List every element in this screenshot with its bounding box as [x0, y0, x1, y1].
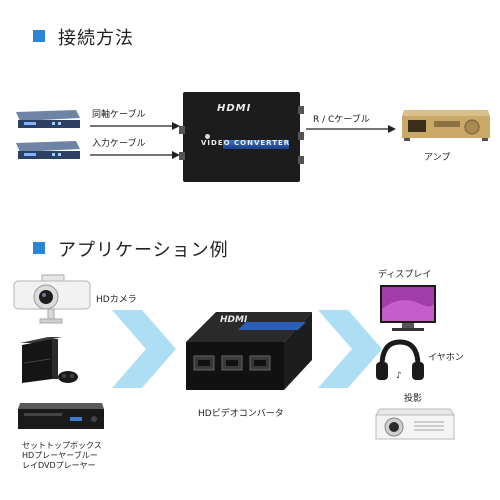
label-input-cable: 入力ケーブル — [92, 139, 146, 149]
game-console-icon — [20, 337, 78, 383]
device-port-left-2 — [179, 152, 185, 160]
svg-text:HDMI: HDMI — [220, 315, 248, 325]
device-port-right-1 — [298, 106, 304, 114]
section-marker-connection — [33, 30, 45, 42]
label-sources: セットトップボックスHDプレーヤーブルーレイDVDプレーヤー — [22, 441, 102, 470]
device-strip — [223, 140, 289, 149]
arrow-coax-icon — [90, 122, 180, 130]
section-marker-application — [33, 242, 45, 254]
section-title-application: アプリケーション例 — [58, 240, 229, 261]
label-projector: 投影 — [404, 394, 423, 404]
projector-icon — [375, 408, 455, 440]
blue-arrow-left-icon — [112, 310, 176, 388]
label-earphone: イヤホン — [428, 353, 464, 363]
display-monitor-icon — [380, 285, 436, 331]
label-coax-cable: 同軸ケーブル — [92, 110, 146, 120]
converter-device: HDMI VIDEO CONVERTER — [179, 92, 304, 182]
label-display: ディスプレイ — [378, 270, 432, 280]
device-dot — [205, 134, 210, 139]
label-rc-cable: R / Cケーブル — [313, 115, 370, 125]
blue-arrow-right-icon — [318, 310, 382, 388]
headphones-icon: ♪ — [376, 339, 424, 381]
svg-text:♪: ♪ — [396, 371, 402, 381]
amplifier-icon — [402, 110, 490, 141]
device-port-left-1 — [179, 126, 185, 134]
section-title-connection: 接続方法 — [58, 28, 134, 49]
set-top-box-bottom-icon — [16, 141, 80, 159]
arrow-input-icon — [90, 151, 180, 159]
set-top-box-top-icon — [16, 110, 80, 128]
label-converter: HDビデオコンバータ — [198, 409, 284, 419]
device-port-right-2 — [298, 132, 304, 140]
device-logo: HDMI — [217, 103, 252, 114]
converter-device-3d: HDMI — [186, 312, 312, 390]
arrow-rc-icon — [306, 125, 396, 133]
label-hd-camera: HDカメラ — [96, 295, 137, 305]
label-amp: アンプ — [424, 153, 451, 163]
hd-camera-icon — [13, 274, 91, 324]
device-strip-text: VIDEO CONVERTER — [201, 139, 291, 147]
set-top-box-player-icon — [18, 403, 104, 429]
device-port-right-3 — [298, 156, 304, 164]
